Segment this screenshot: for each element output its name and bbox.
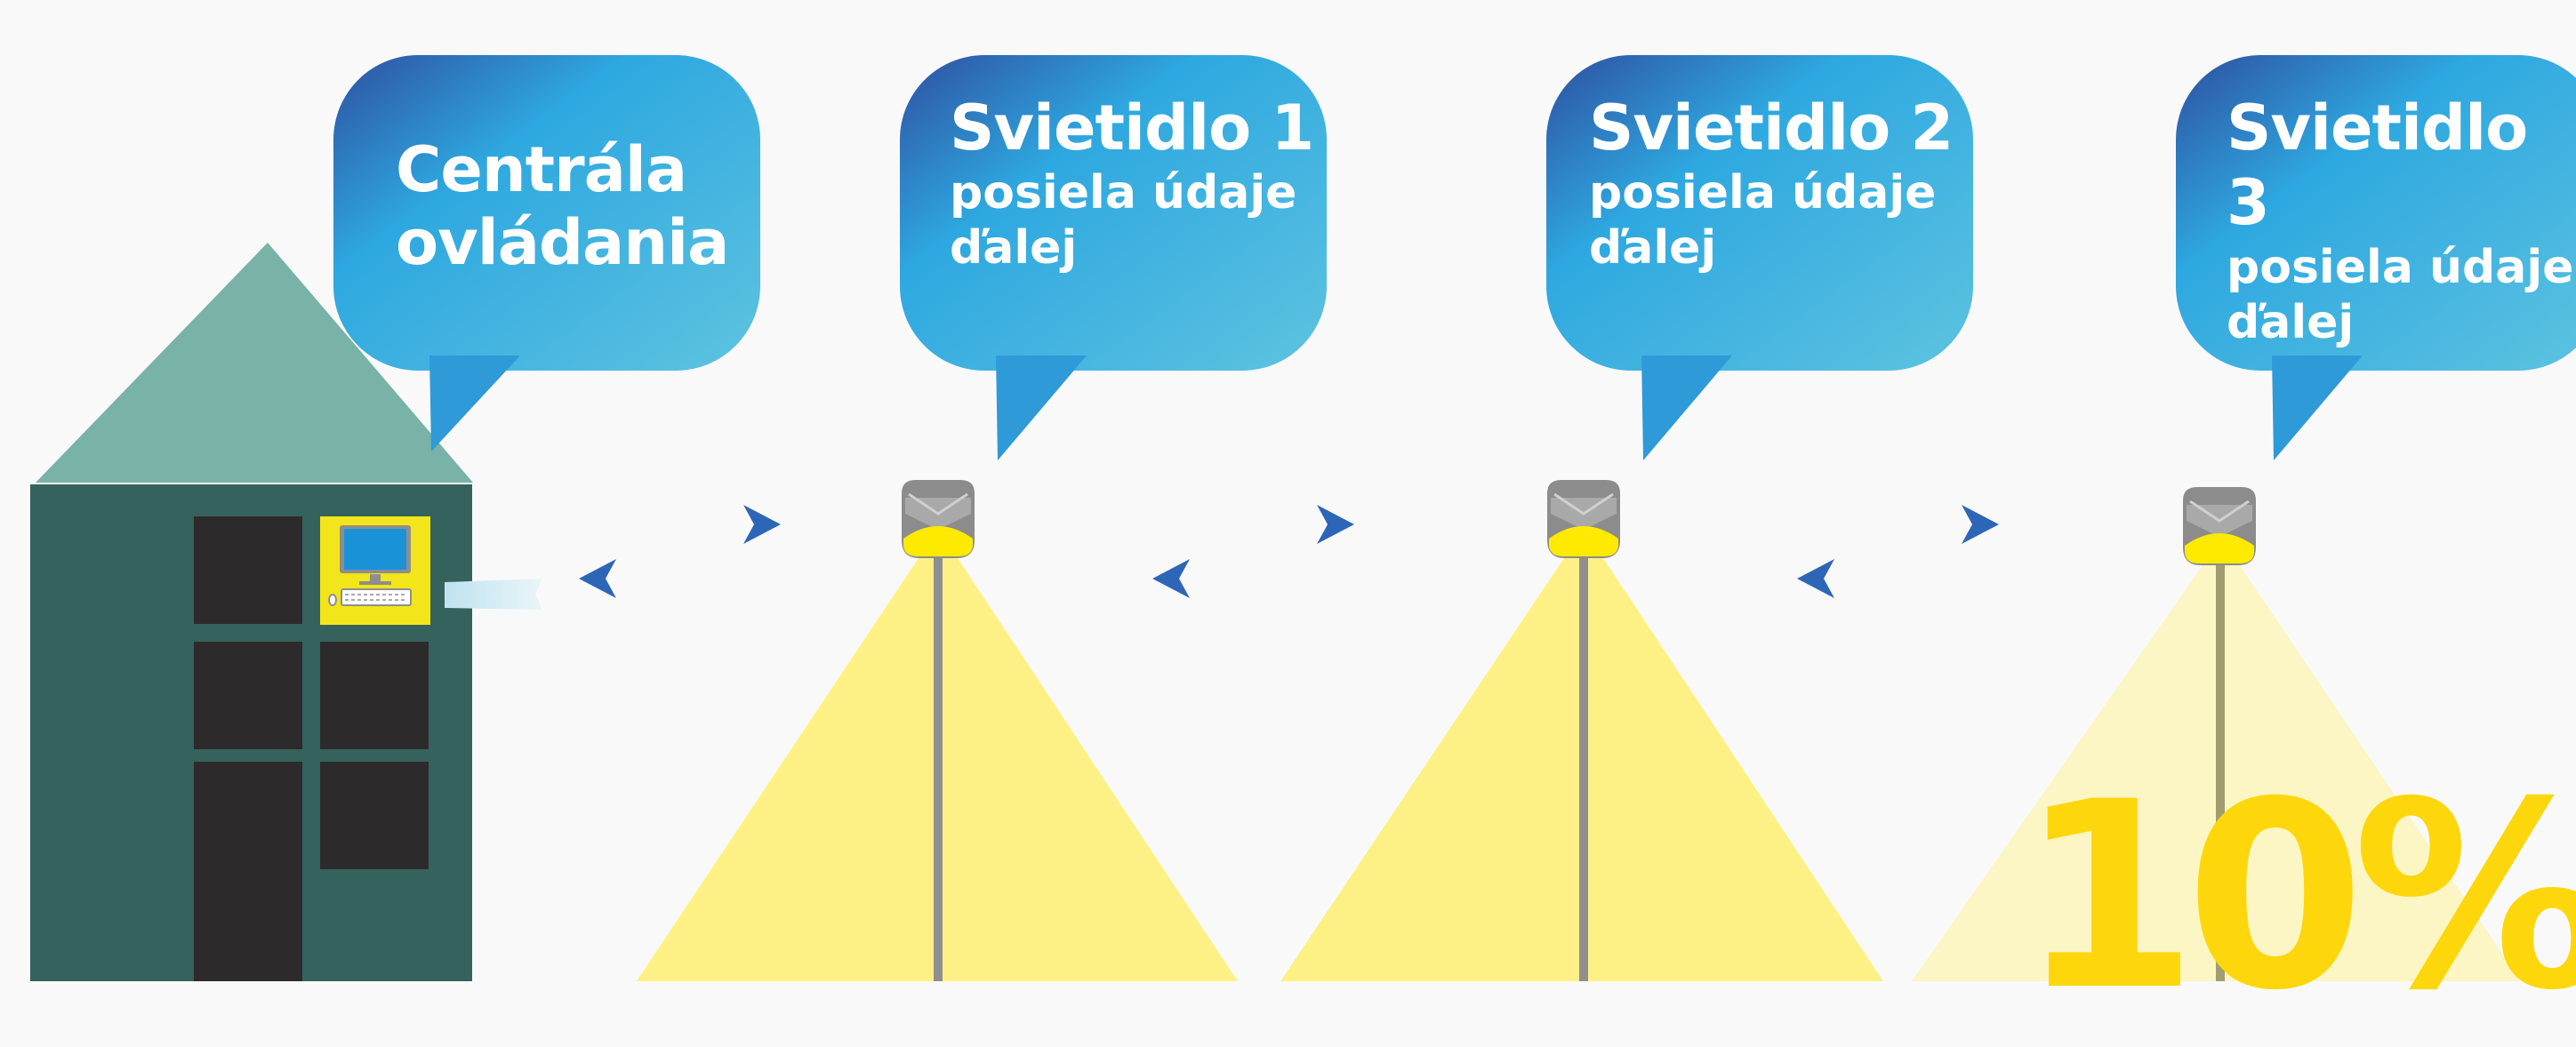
bubble-text-line2: ďalej bbox=[1589, 221, 1717, 275]
smart-lighting-diagram bbox=[30, 55, 2576, 981]
building-window bbox=[194, 642, 302, 749]
computer-icon bbox=[328, 525, 412, 606]
building-roof bbox=[36, 243, 473, 483]
building-window bbox=[320, 762, 429, 869]
bubble-title: Svietidlo 1 bbox=[950, 92, 1314, 164]
street-lamp-2 bbox=[1547, 480, 1620, 981]
bubble-lamp-1: Svietidlo 1 posiela údaje ďalej bbox=[950, 91, 1314, 276]
lamp-pole bbox=[934, 551, 943, 981]
data-arrows-center-lamp1 bbox=[572, 505, 790, 598]
lamp-pole bbox=[2216, 560, 2225, 981]
lamp-pole bbox=[1579, 551, 1588, 981]
network-cable bbox=[445, 579, 542, 610]
bubble-title-line2: ovládania bbox=[396, 206, 729, 279]
lamp-bulb bbox=[1549, 526, 1618, 556]
bubble-title: Svietidlo 3 bbox=[2227, 92, 2528, 239]
data-arrows-lamp1-lamp2 bbox=[1145, 505, 1363, 598]
lamp-bulb bbox=[2185, 533, 2254, 563]
data-arrows-lamp2-lamp3 bbox=[1790, 505, 2008, 598]
bubble-control-center: Centrála ovládania bbox=[396, 133, 729, 279]
bubble-text-line1: posiela údaje bbox=[950, 166, 1297, 220]
bubble-central-shape bbox=[333, 55, 760, 452]
building-door bbox=[194, 762, 302, 981]
bubble-text-line1: posiela údaje bbox=[2227, 241, 2574, 294]
bubble-lamp3-shape bbox=[2176, 55, 2576, 460]
bubble-title: Svietidlo 2 bbox=[1589, 92, 1954, 164]
bubble-lamp2-shape bbox=[1546, 55, 1973, 460]
bubble-text-line1: posiela údaje bbox=[1589, 166, 1937, 220]
street-lamp-3-dimmed bbox=[2183, 487, 2256, 981]
bubble-lamp1-shape bbox=[900, 55, 1327, 460]
lamp-bulb bbox=[903, 526, 973, 556]
dimmed-brightness-label: 10% bbox=[2018, 747, 2576, 1047]
bubble-lamp-3: Svietidlo 3 posiela údaje ďalej bbox=[2227, 91, 2576, 350]
control-center-building bbox=[30, 243, 542, 981]
bubble-text-line2: ďalej bbox=[2227, 296, 2355, 349]
bubble-text-line2: ďalej bbox=[950, 221, 1078, 275]
building-window bbox=[194, 516, 302, 624]
bubble-lamp-2: Svietidlo 2 posiela údaje ďalej bbox=[1589, 91, 1954, 276]
building-window bbox=[320, 642, 429, 749]
bubble-title-line1: Centrála bbox=[396, 133, 687, 206]
street-lamp-1 bbox=[902, 480, 975, 981]
